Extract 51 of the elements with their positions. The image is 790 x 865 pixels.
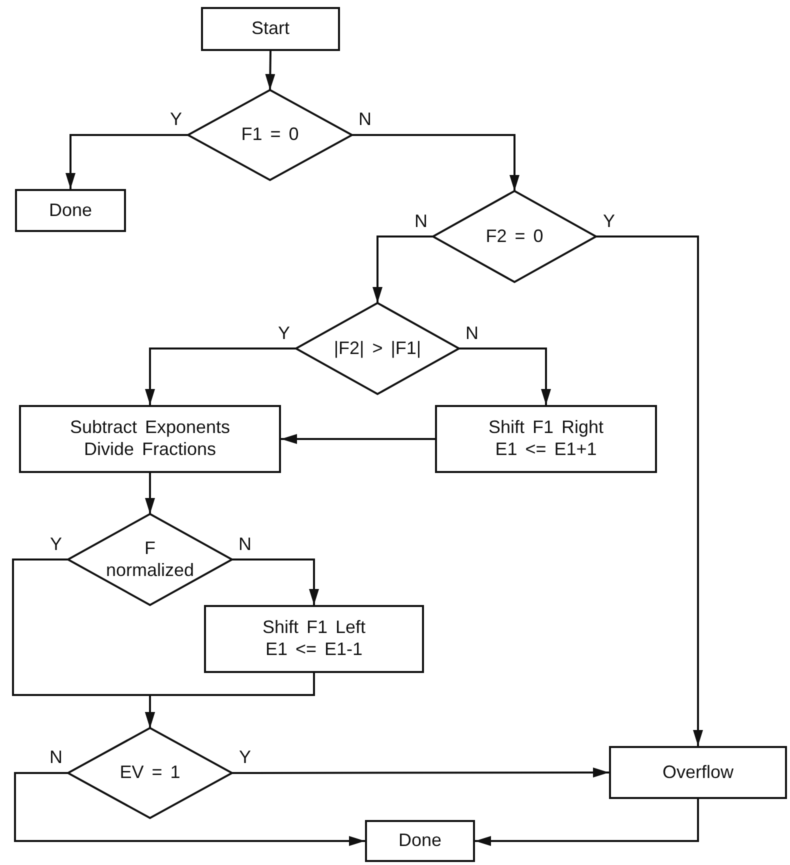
arrow (265, 50, 276, 90)
edge-label: N (358, 110, 372, 128)
arrow (145, 473, 155, 514)
process-box (15, 189, 126, 232)
arrow (372, 236, 433, 303)
decision-diamond (68, 514, 232, 605)
edge-label: N (48, 748, 64, 766)
arrow (459, 348, 551, 405)
edge-label: Y (238, 748, 252, 766)
decision-diamond (68, 728, 232, 818)
process-box (204, 605, 424, 673)
arrow (14, 772, 365, 846)
condition-text: F2 = 0 (486, 226, 544, 248)
edge-label: N (414, 212, 428, 230)
arrow (232, 768, 609, 778)
condition-text: F normalized (104, 538, 196, 582)
arrow (145, 348, 296, 405)
edge-label: Y (277, 324, 291, 342)
step-text: E1 <= E1-1 (265, 639, 363, 661)
process-box (609, 746, 787, 799)
arrow (145, 673, 315, 728)
step-text: Start (251, 18, 290, 40)
arrow (352, 134, 520, 191)
edge-label: Y (602, 212, 616, 230)
process-box (365, 820, 475, 862)
step-text: Subtract Exponents (70, 417, 230, 439)
process-box (435, 405, 657, 473)
decision-diamond (433, 191, 596, 282)
edge-label: N (238, 534, 252, 552)
process-box (19, 405, 281, 473)
process-box (201, 7, 340, 51)
edge-label: N (464, 324, 480, 342)
arrow (281, 434, 435, 444)
arrow (66, 134, 188, 189)
step-text: Divide Fractions (84, 439, 216, 461)
condition-text: EV = 1 (120, 762, 180, 784)
arrow (232, 558, 319, 605)
condition-text: F1 = 0 (241, 124, 299, 146)
step-text: Done (48, 200, 92, 222)
step-text: Shift F1 Left (262, 617, 366, 639)
arrow (475, 799, 699, 846)
step-text: Shift F1 Right (488, 417, 604, 439)
edge-label: Y (49, 534, 63, 552)
condition-text: |F2| > |F1| (334, 338, 422, 360)
arrow (596, 236, 703, 746)
edge-label: Y (169, 110, 183, 128)
step-text: Overflow (662, 762, 734, 784)
step-text: E1 <= E1+1 (495, 439, 597, 461)
decision-diamond (188, 90, 352, 180)
decision-diamond (296, 303, 459, 394)
step-text: Done (398, 830, 442, 852)
